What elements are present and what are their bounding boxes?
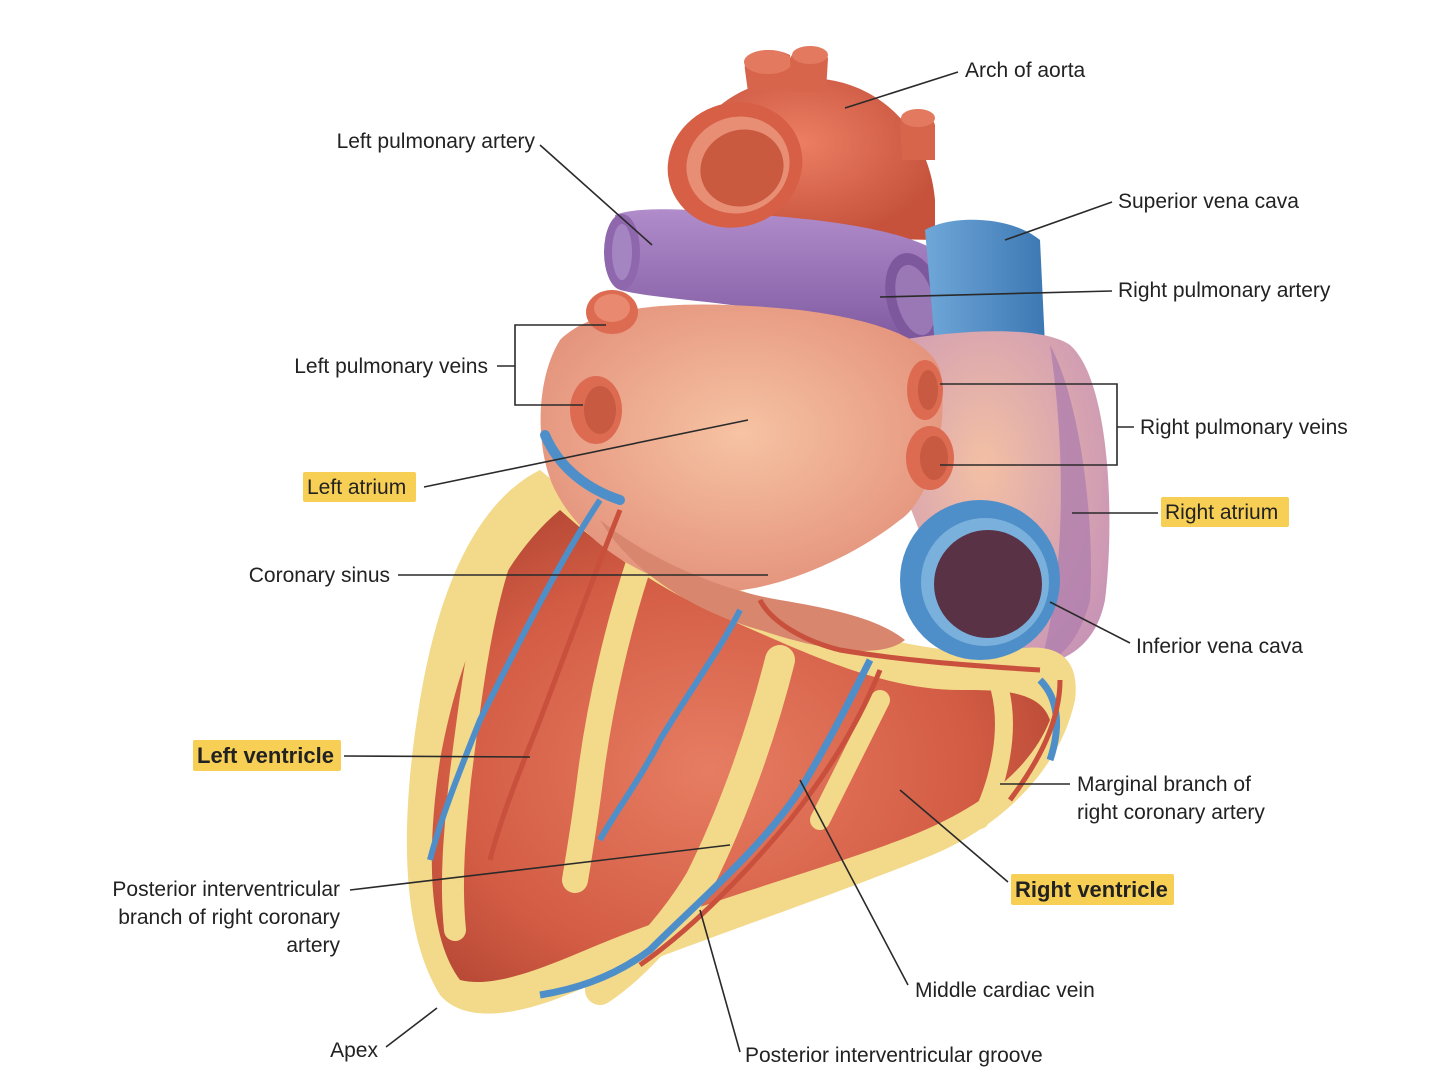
label-arch-of-aorta: Arch of aorta (965, 59, 1086, 82)
label-inferior-vena-cava: Inferior vena cava (1136, 635, 1303, 658)
leader-posterior-iv-branch (349, 844, 731, 891)
label-superior-vena-cava: Superior vena cava (1118, 190, 1299, 213)
leader-arch-of-aorta (844, 71, 959, 109)
highlight-right-ventricle (1011, 874, 1174, 905)
ventricles-shape (406, 470, 1076, 1014)
leader-superior-vena-cava (1004, 201, 1113, 241)
label-posterior-iv-groove: Posterior interventricular groove (745, 1044, 1043, 1067)
label-left-ventricle: Left ventricle (197, 743, 334, 768)
label-posterior-iv-branch-line3: artery (286, 934, 340, 957)
label-posterior-iv-branch-line1: Posterior interventricular (112, 878, 340, 901)
highlight-boxes (193, 472, 1289, 905)
label-right-pulmonary-veins: Right pulmonary veins (1140, 416, 1348, 439)
label-posterior-iv-branch-line2: branch of right coronary (118, 906, 340, 929)
left-atrium-shape (540, 304, 943, 651)
left-pulmonary-veins-shape (570, 290, 638, 444)
label-middle-cardiac-vein: Middle cardiac vein (915, 979, 1095, 1002)
heart-illustration (406, 46, 1110, 1014)
inferior-vena-cava-shape (900, 500, 1060, 660)
label-left-atrium: Left atrium (307, 476, 406, 499)
label-coronary-sinus: Coronary sinus (249, 564, 390, 587)
leader-posterior-iv-groove (699, 909, 741, 1053)
leader-lines (343, 71, 1158, 1053)
coronary-vessels (427, 430, 1063, 999)
label-right-pulmonary-artery: Right pulmonary artery (1118, 279, 1331, 302)
leader-middle-cardiac-vein (799, 779, 909, 986)
leader-left-pulmonary-artery (539, 144, 653, 246)
leader-right-pulmonary-artery (879, 290, 1113, 298)
leader-right-ventricle (899, 789, 1009, 883)
highlight-right-atrium (1161, 497, 1289, 527)
leader-right-pulmonary-veins (940, 383, 1118, 466)
leader-left-ventricle (343, 755, 531, 758)
labels: Arch of aorta Left pulmonary artery Supe… (112, 59, 1347, 1067)
highlight-left-atrium (303, 472, 416, 502)
label-apex: Apex (330, 1039, 378, 1062)
pulmonary-artery (604, 209, 945, 347)
label-left-pulmonary-artery: Left pulmonary artery (337, 130, 536, 153)
leader-left-atrium (423, 419, 749, 488)
label-right-atrium: Right atrium (1165, 501, 1278, 524)
highlight-left-ventricle (193, 740, 341, 771)
leader-apex (385, 1007, 438, 1048)
label-marginal-branch-line1: Marginal branch of (1077, 773, 1251, 796)
label-left-pulmonary-veins: Left pulmonary veins (294, 355, 488, 378)
label-marginal-branch-line2: right coronary artery (1077, 801, 1265, 824)
leader-left-pulmonary-veins (514, 324, 606, 406)
label-right-ventricle: Right ventricle (1015, 877, 1168, 902)
superior-vena-cava (925, 219, 1045, 345)
aorta-opening (667, 102, 803, 228)
right-pulmonary-veins-shape (906, 360, 954, 490)
leader-inferior-vena-cava (1049, 601, 1131, 644)
